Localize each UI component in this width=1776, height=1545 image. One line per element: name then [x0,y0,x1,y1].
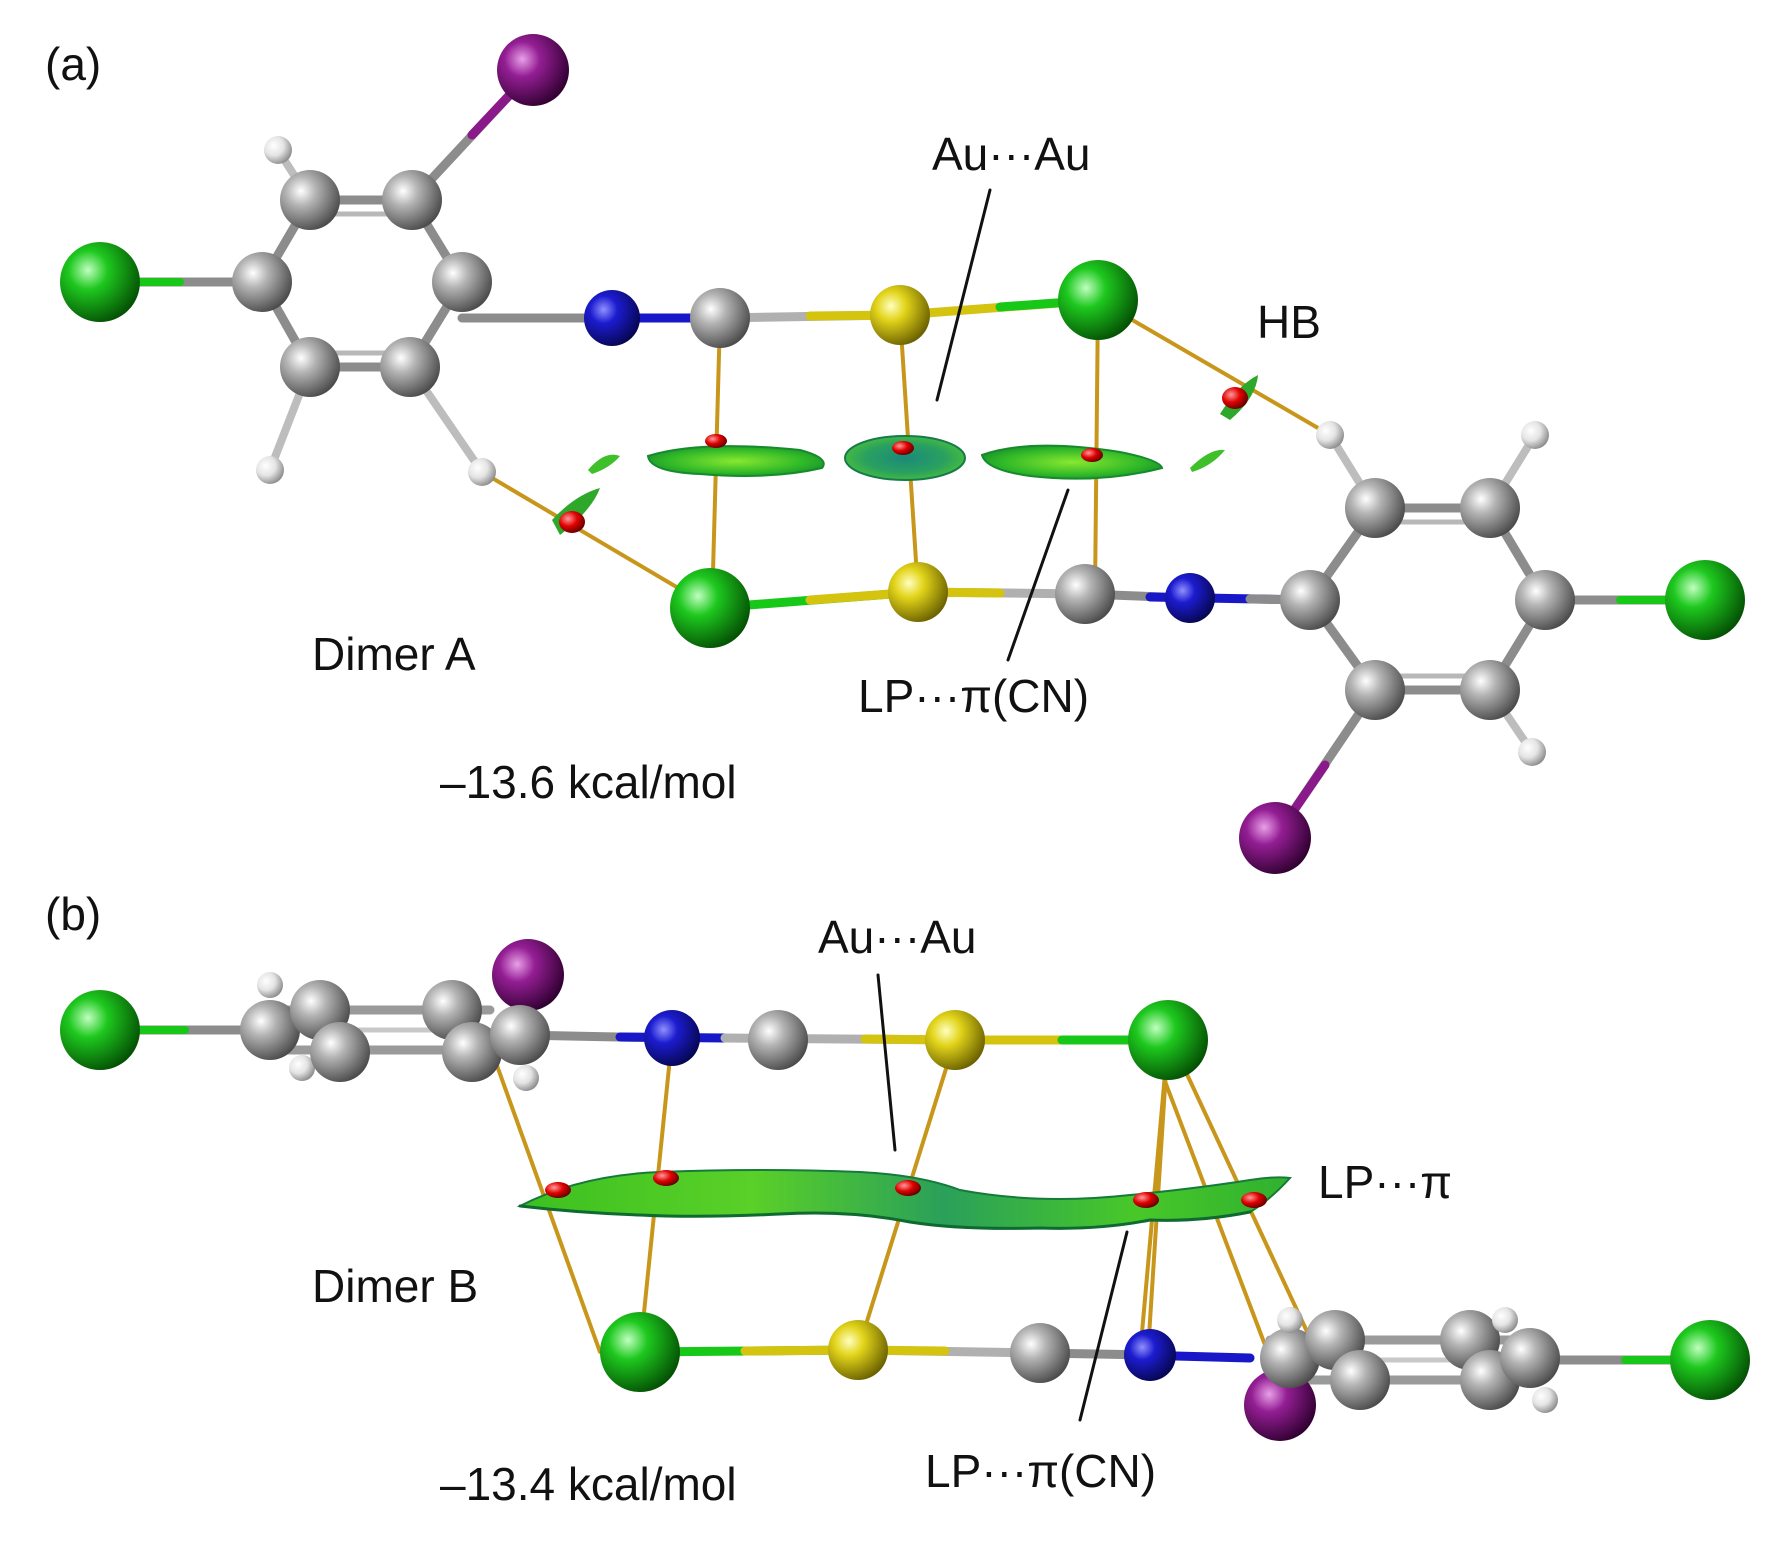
carbon-atom [442,1022,502,1082]
chlorine-atom [1058,260,1138,340]
panel-b-tag: (b) [45,888,101,940]
carbon-atom [1260,1328,1320,1388]
label-lp-pi-cn-b: LP···π(CN) [925,1445,1156,1497]
label-lp-pi-cn-a: LP···π(CN) [858,670,1089,722]
label-lp-pi: LP···π [1318,1156,1452,1208]
critical-points-b [545,1170,1267,1208]
chlorine-atom [1665,560,1745,640]
carbon-atom [240,1000,300,1060]
hydrogen-atom [256,456,284,484]
nci-surface-a-hb-right-tip [1190,449,1225,472]
leader-lines-a [935,188,1070,662]
hydrogen-atom [1277,1307,1303,1333]
carbon-atom [1280,570,1340,630]
label-dimer-b: Dimer B [312,1260,478,1312]
carbon-atom [232,252,292,312]
panel-a-structure [60,34,1745,874]
hydrogen-atom [513,1065,539,1091]
nitrogen-atom [584,290,640,346]
chlorine-atom [60,990,140,1070]
carbon-atom [1345,660,1405,720]
gold-atom [888,562,948,622]
iodine-atom [1244,1369,1316,1441]
carbon-atom [1055,564,1115,624]
label-au-au-a: Au···Au [932,128,1090,180]
carbon-atom [1515,570,1575,630]
hydrogen-atom [468,458,496,486]
nitrogen-atom [1124,1329,1176,1381]
nci-surface-a-hb-left-tip [588,454,620,474]
atoms-a [60,34,1745,874]
hydrogen-atom [289,1055,315,1081]
hydrogen-atom [257,972,283,998]
carbon-atom [1460,478,1520,538]
chlorine-atom [1670,1320,1750,1400]
gold-atom [828,1320,888,1380]
carbon-atom [1345,478,1405,538]
carbon-atom [310,1022,370,1082]
nci-surface-a-left [646,445,825,477]
nci-surface-b-sheet-edge [518,1204,1252,1230]
hydrogen-atom [1492,1307,1518,1333]
carbon-atom [1500,1328,1560,1388]
carbon-atom [280,170,340,230]
ring-a2-bonds [1305,503,1550,695]
carbon-atom [432,252,492,312]
panel-b-structure [60,939,1750,1441]
atoms-b [60,939,1750,1441]
hydrogen-atom [1316,421,1344,449]
nci-surface-a-right [980,444,1164,480]
hydrogen-atom [1518,738,1546,766]
carbon-atom [1010,1323,1070,1383]
hydrogen-atom [1532,1387,1558,1413]
ring-a1-bonds [257,195,467,372]
iodine-atom [497,34,569,106]
carbon-atom [490,1005,550,1065]
label-energy-a: –13.6 kcal/mol [440,756,737,808]
nci-surface-a-center [844,435,966,481]
label-dimer-a: Dimer A [312,628,476,680]
critical-points-a [559,387,1248,533]
label-energy-b: –13.4 kcal/mol [440,1458,737,1510]
label-hb: HB [1257,296,1321,348]
chlorine-atom [600,1312,680,1392]
leader-lines-b [876,973,1129,1422]
hydrogen-atom [1521,421,1549,449]
chlorine-atom [670,568,750,648]
carbon-atom [280,337,340,397]
nitrogen-atom [644,1010,700,1066]
carbon-atom [1330,1350,1390,1410]
gold-atom [925,1010,985,1070]
carbon-atom [1460,660,1520,720]
iodine-atom [1239,802,1311,874]
chlorine-atom [60,242,140,322]
label-au-au-b: Au···Au [818,911,976,963]
carbon-atom [690,288,750,348]
nitrogen-atom [1165,573,1215,623]
carbon-atom [382,170,442,230]
panel-a-tag: (a) [45,38,101,90]
carbon-atom [748,1010,808,1070]
iodine-atom [492,939,564,1011]
chlorine-atom [1128,1000,1208,1080]
carbon-atom [380,337,440,397]
hydrogen-atom [264,136,292,164]
gold-atom [870,285,930,345]
